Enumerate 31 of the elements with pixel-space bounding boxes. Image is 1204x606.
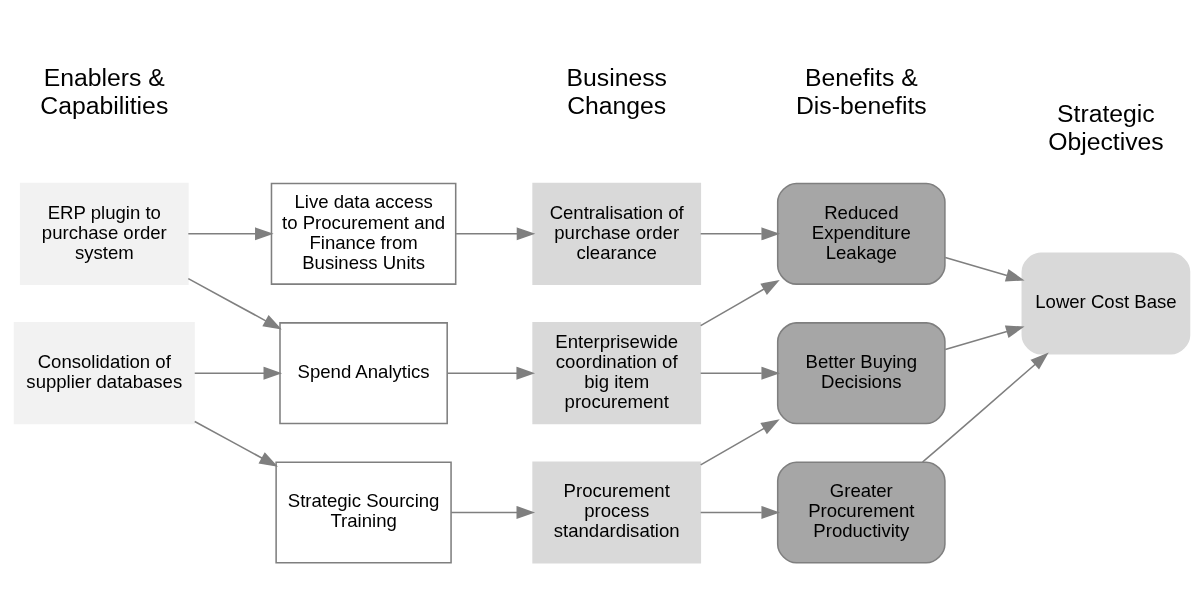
arrow	[921, 351, 1049, 463]
node-box: Spend Analytics	[279, 321, 448, 424]
label: Enablers & Capabilities	[40, 63, 169, 119]
arrow	[187, 226, 274, 240]
arrow	[446, 366, 536, 380]
node-box: Consolidation of supplier databases	[13, 321, 195, 424]
label: Benefits & Dis-benefits	[795, 63, 927, 119]
node-box: Reduced Expenditure Leakage	[776, 182, 946, 285]
node-box: ERP plugin to purchase order system	[19, 182, 189, 285]
node-box: Live data access to Procurement and Finance from Business Units	[270, 182, 457, 285]
node-box: Procurement process standardisation	[532, 460, 702, 564]
arrow	[699, 366, 781, 380]
arrow	[455, 226, 536, 240]
node-box: Better Buying Decisions	[776, 321, 946, 424]
node-box: Enterprisewide coordination of big item procurement	[532, 321, 702, 424]
node-box: Centralisation of purchase order clearance	[532, 182, 702, 285]
label: Business Changes	[566, 63, 667, 119]
arrow	[187, 277, 282, 329]
arrow	[193, 420, 278, 467]
label: Strategic Objectives	[1048, 99, 1164, 155]
arrow	[450, 505, 536, 519]
arrow	[193, 366, 283, 380]
arrow	[699, 505, 781, 519]
node-box: Strategic Sourcing Training	[275, 460, 452, 564]
arrow	[944, 256, 1025, 282]
arrow	[699, 418, 780, 466]
arrow	[699, 226, 781, 240]
arrow	[699, 279, 780, 326]
node-box: Greater Procurement Productivity	[776, 460, 946, 564]
arrow	[944, 324, 1025, 350]
node-box: Lower Cost Base	[1021, 251, 1191, 355]
